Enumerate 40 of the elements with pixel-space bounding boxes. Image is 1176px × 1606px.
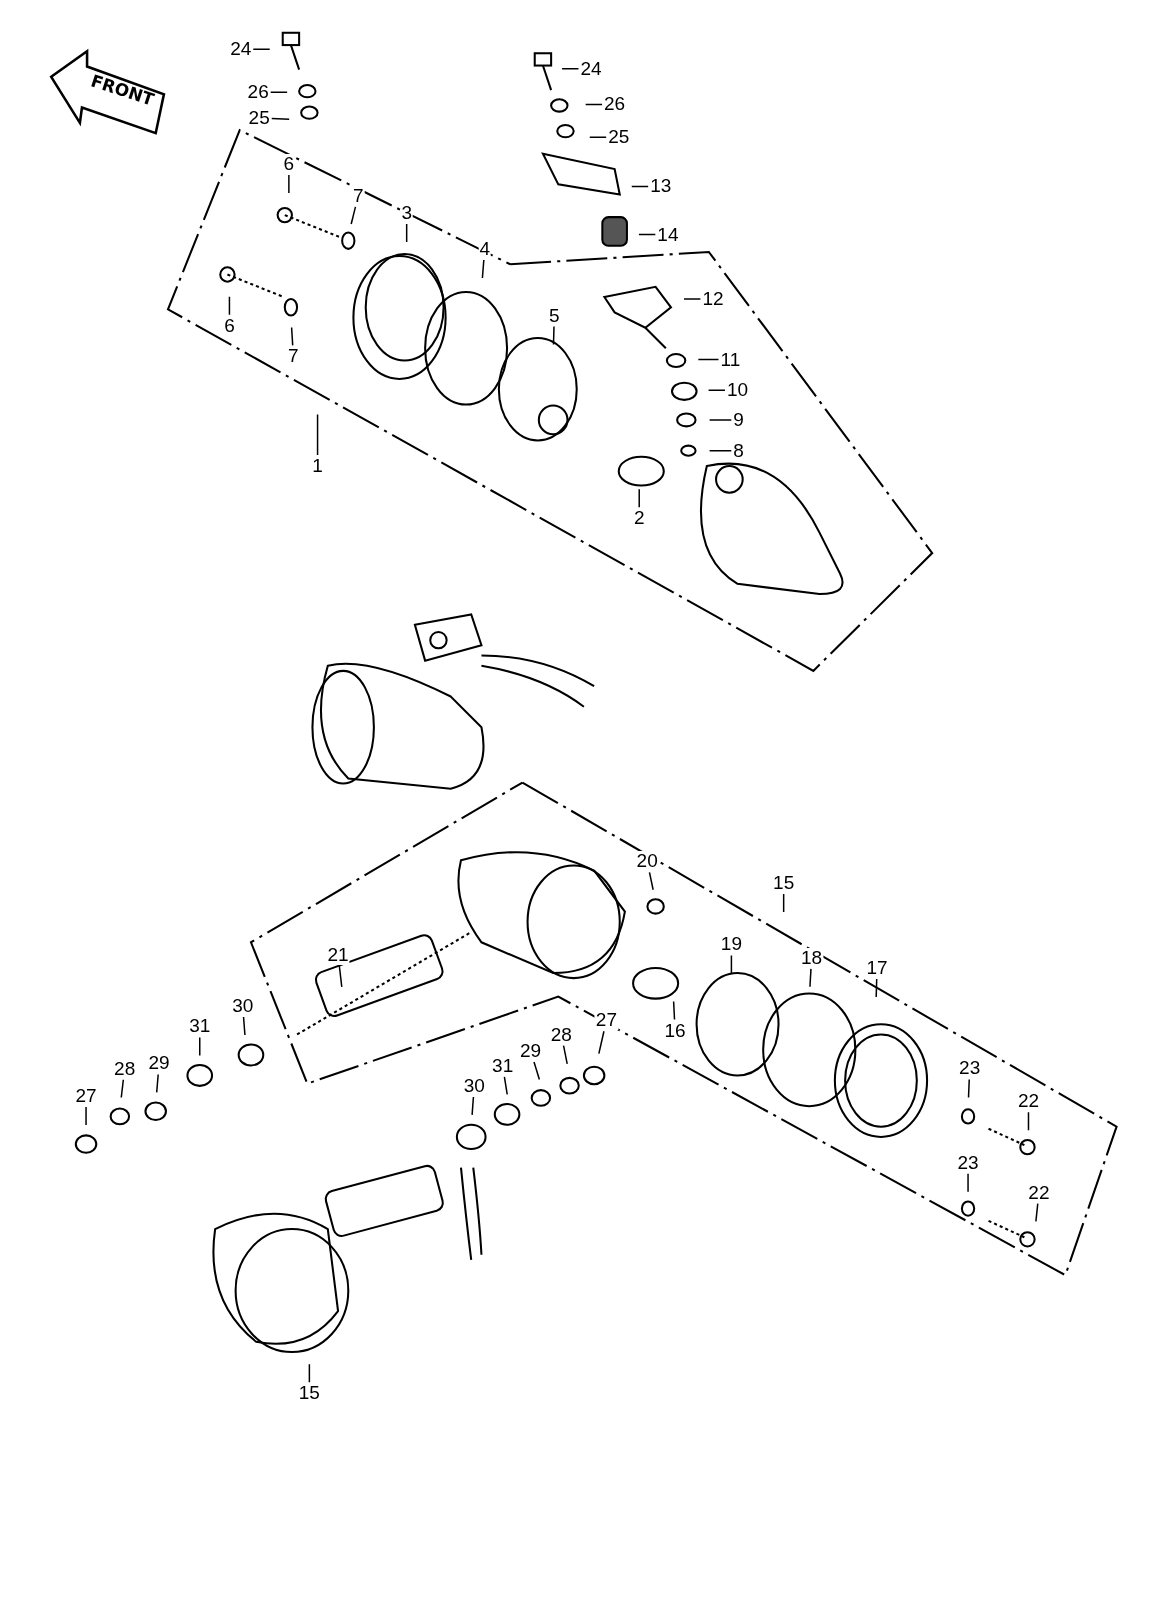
leader-line — [120, 1078, 125, 1099]
leader-line — [638, 233, 657, 236]
leader-line — [533, 1061, 541, 1081]
leader-line — [1035, 1202, 1039, 1223]
leader-line — [631, 185, 649, 188]
leader-line — [503, 1076, 508, 1096]
leader-line — [338, 964, 343, 988]
leader-line — [552, 325, 555, 346]
leader-line — [584, 103, 603, 106]
leader-line — [350, 206, 357, 225]
leader-line — [561, 67, 580, 70]
leader-line — [562, 1044, 568, 1065]
leader-line — [707, 389, 726, 392]
leader-line — [85, 1106, 87, 1126]
leader-line — [967, 1078, 970, 1099]
leader-line — [967, 1172, 969, 1193]
leader-line — [589, 136, 607, 138]
leader-line — [228, 296, 231, 316]
callout-number: 27 — [594, 1010, 618, 1031]
leader-line — [290, 326, 294, 347]
leader-line — [252, 48, 271, 50]
leader-line — [708, 449, 733, 452]
leader-line — [708, 419, 733, 421]
leader-line — [481, 259, 485, 279]
leader-line — [242, 1016, 246, 1036]
leader-line — [809, 968, 812, 988]
leader-line — [269, 91, 288, 93]
leader-line — [648, 871, 654, 891]
leader-line — [271, 117, 290, 120]
leader-line — [638, 488, 640, 509]
leader-line — [316, 413, 319, 456]
leader-line — [697, 358, 720, 361]
leader-line — [471, 1096, 475, 1116]
leader-line — [199, 1036, 201, 1057]
leader-line — [308, 1363, 311, 1383]
leader-line — [155, 1073, 159, 1094]
leader-line — [598, 1030, 605, 1055]
leader-line — [288, 174, 290, 194]
leader-line — [683, 298, 702, 300]
leader-line — [672, 1000, 676, 1021]
